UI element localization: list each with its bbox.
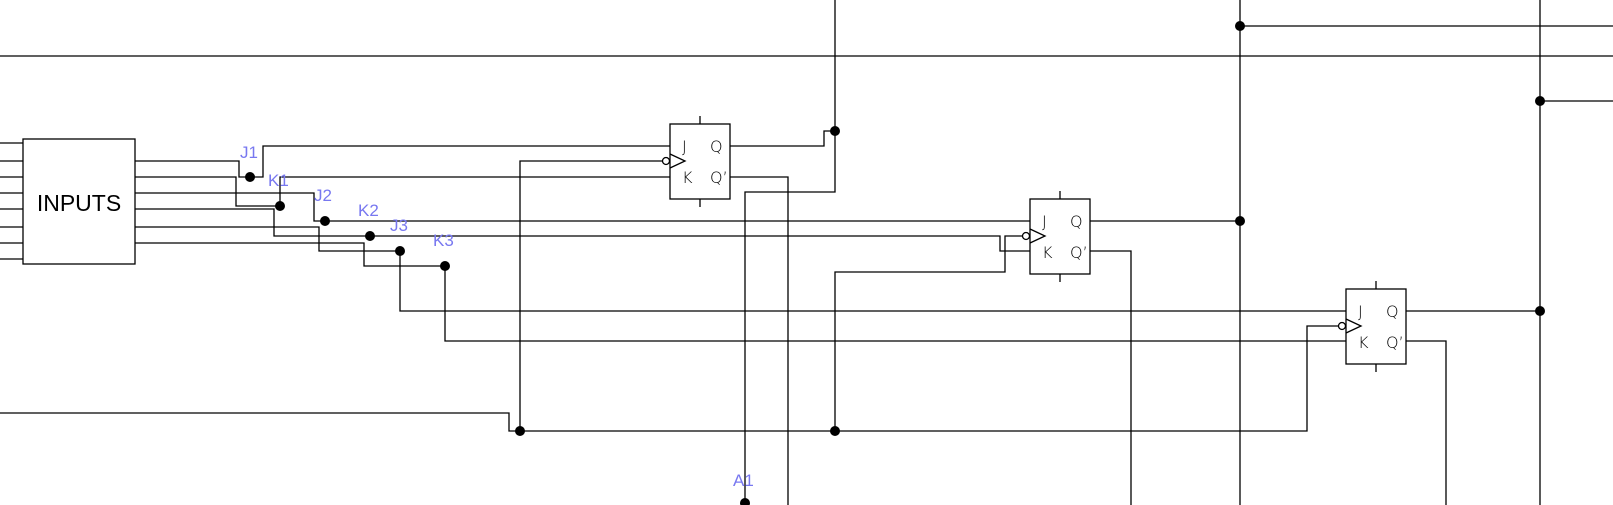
flip-flop-3[interactable]: J K Q Q’	[1337, 281, 1407, 372]
flip-flop-1[interactable]: J K Q Q’	[661, 116, 731, 207]
net-label-k3: K3	[433, 231, 454, 250]
net-label-k2: K2	[358, 201, 379, 220]
net-label-j1: J1	[240, 143, 258, 162]
net-label-j3: J3	[390, 216, 408, 235]
net-label-a1: A1	[733, 471, 754, 490]
pin-q-bar: Q’	[1386, 333, 1404, 352]
pin-k: K	[1358, 333, 1369, 352]
pin-k: K	[682, 168, 693, 187]
pin-j: J	[1358, 302, 1363, 321]
net-label-j2: J2	[314, 186, 332, 205]
pin-q: Q	[710, 137, 723, 156]
inputs-block[interactable]: INPUTS	[22, 138, 136, 265]
pin-j: J	[1042, 212, 1047, 231]
pin-q-bar: Q’	[710, 168, 728, 187]
pin-q: Q	[1070, 212, 1083, 231]
pin-j: J	[682, 137, 687, 156]
pin-q-bar: Q’	[1070, 243, 1088, 262]
pin-q: Q	[1386, 302, 1399, 321]
flip-flop-2[interactable]: J K Q Q’	[1021, 191, 1091, 282]
net-label-k1: K1	[268, 171, 289, 190]
inputs-label: INPUTS	[37, 190, 121, 216]
junction-dots	[245, 21, 1545, 505]
pin-k: K	[1042, 243, 1053, 262]
